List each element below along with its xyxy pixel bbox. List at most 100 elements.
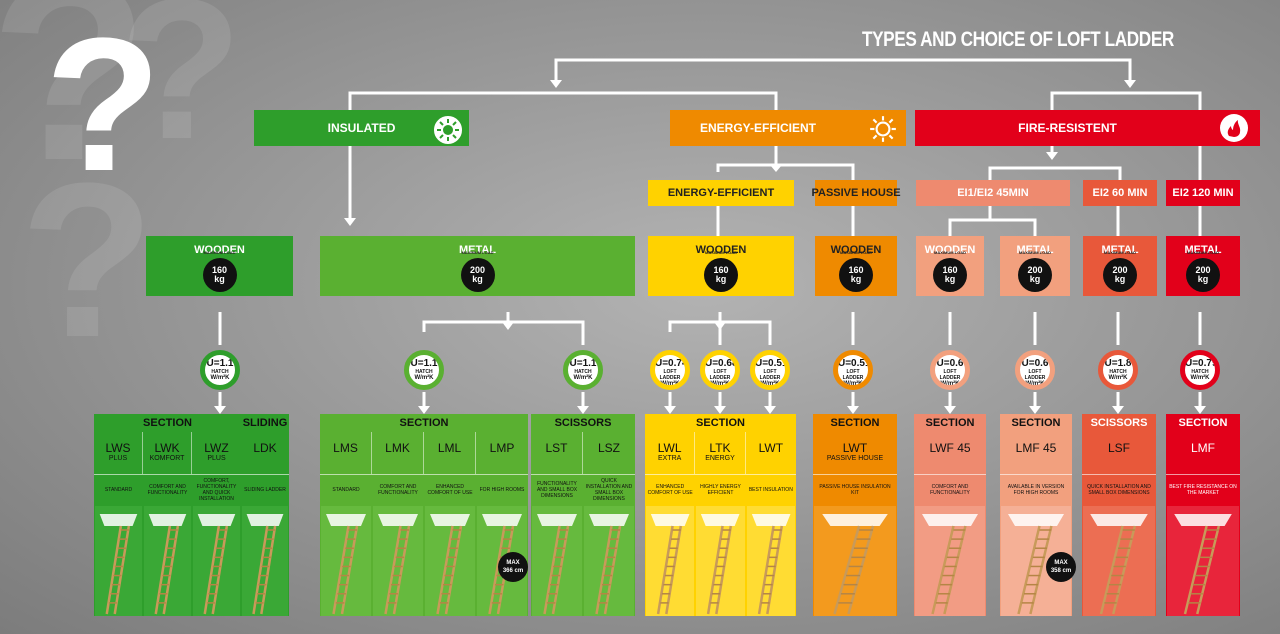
question-mark-icon: ?	[45, 0, 162, 211]
model-description: QUICK INSTALLATION AND SMALL BOX DIMENSI…	[1082, 474, 1156, 504]
model-description: COMFORT AND FUNCTIONALITY	[372, 474, 424, 504]
model-subtitle: PLUS	[108, 455, 128, 462]
ladder-icon	[589, 514, 629, 615]
ladder-image	[242, 506, 288, 616]
model-description: PASSIVE HOUSE INSULATION KIT	[813, 474, 897, 504]
ladder-icon	[99, 514, 138, 615]
model-description: COMFORT AND FUNCTIONALITY	[143, 474, 192, 504]
ladder-image	[477, 506, 527, 616]
load-caption: MAXIMUM LOAD	[1019, 250, 1051, 255]
ladder-image	[193, 506, 240, 616]
material-label: METAL	[1184, 244, 1222, 256]
load-caption: MAXIMUM LOAD	[203, 250, 236, 255]
model-description: ENHANCED COMFORT OF USE	[645, 474, 696, 504]
model-code: LST	[545, 441, 568, 455]
model-code: LTK	[709, 441, 731, 455]
material-label: METAL	[1016, 244, 1054, 256]
model-name: LMP	[476, 432, 528, 474]
ladder-icon	[148, 514, 187, 615]
ladder-icon	[1008, 514, 1064, 615]
section-header: SCISSORS	[1090, 417, 1148, 429]
ladder-icon	[1090, 514, 1148, 615]
load-caption: MAXIMUM LOAD	[705, 250, 737, 255]
material-label: METAL	[458, 244, 497, 256]
ladder-icon	[197, 514, 236, 615]
ladder-image	[425, 506, 475, 616]
bg-question-mark-3: ?	[20, 137, 155, 383]
ladder-image	[321, 506, 371, 616]
material-label: METAL	[1101, 244, 1139, 256]
model-description: AVAILABLE IN VERSION FOR HIGH ROOMS	[1000, 474, 1072, 504]
model-description: STANDARD	[320, 474, 372, 504]
sun-outline-icon	[868, 114, 896, 142]
model-code: LSZ	[597, 441, 620, 455]
model-description: BEST INSULATION	[745, 474, 796, 504]
ladder-icon	[1174, 514, 1232, 615]
load-caption: MAXIMUM LOAD	[840, 250, 872, 255]
model-code: LWZ	[204, 441, 229, 455]
ladder-image	[746, 506, 795, 616]
model-name: LDK	[241, 432, 289, 474]
subcategory-ei45-label: EI1/EI2 45MIN	[957, 187, 1029, 199]
model-subtitle: PASSIVE HOUSE	[826, 455, 884, 462]
section-header: SLIDING	[242, 417, 288, 429]
ladder-image	[915, 506, 985, 616]
ladder-image	[144, 506, 191, 616]
model-name: LMF	[1166, 432, 1240, 474]
model-name: LSF	[1082, 432, 1156, 474]
category-insulated-label: INSULATED	[327, 121, 396, 135]
section-header: SECTION	[830, 417, 880, 429]
model-description: HIGHLY ENERGY EFFICIENT	[695, 474, 746, 504]
category-fire-label: FIRE-RESISTENT	[1018, 121, 1117, 135]
ladder-icon	[701, 514, 740, 615]
load-caption: MAXIMUM LOAD	[461, 250, 494, 255]
load-caption: MAXIMUM LOAD	[934, 250, 966, 255]
model-subtitle: ENERGY	[705, 455, 735, 462]
ladder-image	[584, 506, 634, 616]
ladder-image	[696, 506, 745, 616]
model-code: LWL	[657, 441, 682, 455]
model-name: LWF 45	[914, 432, 986, 474]
model-description: SLIDING LADDER	[241, 474, 289, 504]
ladder-image	[95, 506, 142, 616]
model-description: FOR HIGH ROOMS	[476, 474, 528, 504]
ladder-icon	[751, 514, 791, 615]
model-subtitle: EXTRA	[657, 455, 682, 462]
model-name: LMK	[372, 432, 424, 474]
subcategory-ei45: EI1/EI2 45MIN	[916, 180, 1070, 206]
category-fire: FIRE-RESISTENT	[915, 110, 1260, 146]
model-description: COMFORT AND FUNCTIONALITY	[914, 474, 986, 504]
ladder-icon	[378, 514, 418, 615]
subcategory-passive-house: PASSIVE HOUSE	[811, 180, 901, 206]
subcategory-ei120-label: EI2 120 MIN	[1172, 187, 1234, 199]
model-subtitle: KOMFORT	[149, 455, 185, 462]
section-header: SCISSORS	[554, 417, 612, 429]
model-code: LWT	[758, 441, 784, 455]
model-name: LWT	[746, 432, 796, 474]
material-label: WOODEN	[695, 244, 747, 256]
